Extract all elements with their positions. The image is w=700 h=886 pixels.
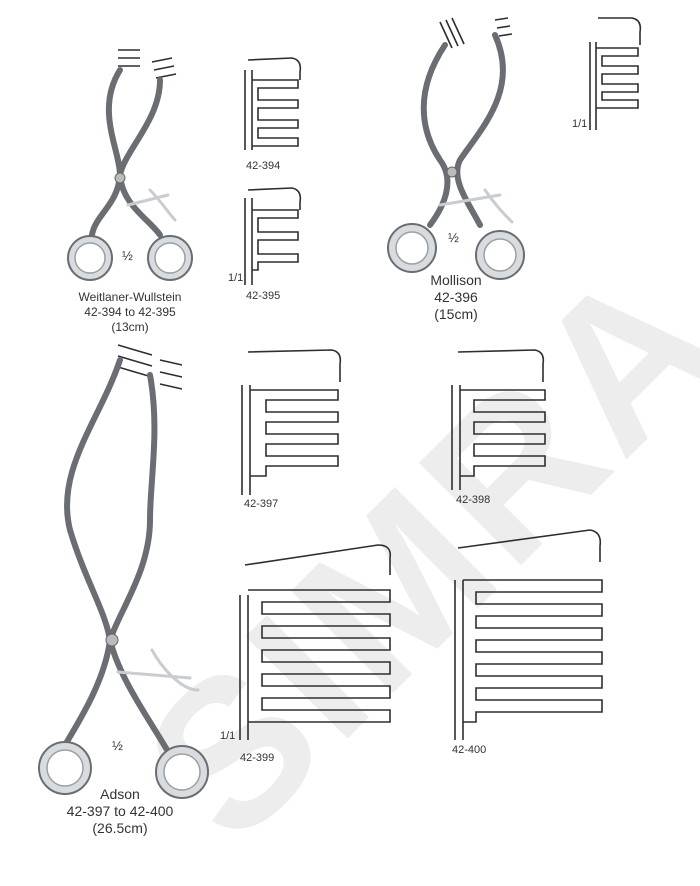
weitlaner-name: Weitlaner-Wullstein [78, 290, 182, 304]
weitlaner-retractor-image [67, 49, 193, 281]
blade-label-42-394: 42-394 [246, 160, 281, 172]
mollison-retractor-image [387, 17, 525, 280]
blade-label-42-399: 42-399 [240, 752, 275, 764]
weitlaner-scale-label: ½ [122, 248, 133, 263]
weitlaner-size: (13cm) [111, 320, 149, 334]
weitlaner-range: 42-394 to 42-395 [84, 305, 176, 319]
blade-diagram-42-399 [239, 544, 392, 740]
blade-label-42-397: 42-397 [244, 498, 279, 510]
adson-range: 42-397 to 42-400 [66, 803, 174, 819]
blade-diagram-42-400 [454, 529, 603, 740]
mollison-name: Mollison [430, 272, 482, 288]
adson-name: Adson [100, 786, 140, 802]
blade-diagram-42-397 [241, 349, 342, 495]
blade-label-42-398: 42-398 [456, 494, 491, 506]
blade-scale-42-399: 1/1 [220, 730, 236, 742]
adson-scale-label: ½ [112, 738, 123, 753]
mollison-code: 42-396 [434, 289, 478, 305]
blade-diagram-42-396 [589, 17, 642, 130]
adson-size: (26.5cm) [92, 820, 148, 836]
blade-diagram-42-398 [451, 349, 546, 490]
blade-diagram-42-395 [244, 187, 302, 285]
mollison-scale-label: ½ [448, 230, 459, 245]
adson-retractor-image [38, 344, 209, 799]
blade-scale-42-396: 1/1 [572, 118, 588, 130]
mollison-size: (15cm) [434, 306, 478, 322]
blade-label-42-395: 42-395 [246, 290, 281, 302]
blade-diagram-42-394 [244, 57, 302, 150]
blade-label-42-400: 42-400 [452, 744, 487, 756]
blade-scale-42-395: 1/1 [228, 272, 244, 284]
